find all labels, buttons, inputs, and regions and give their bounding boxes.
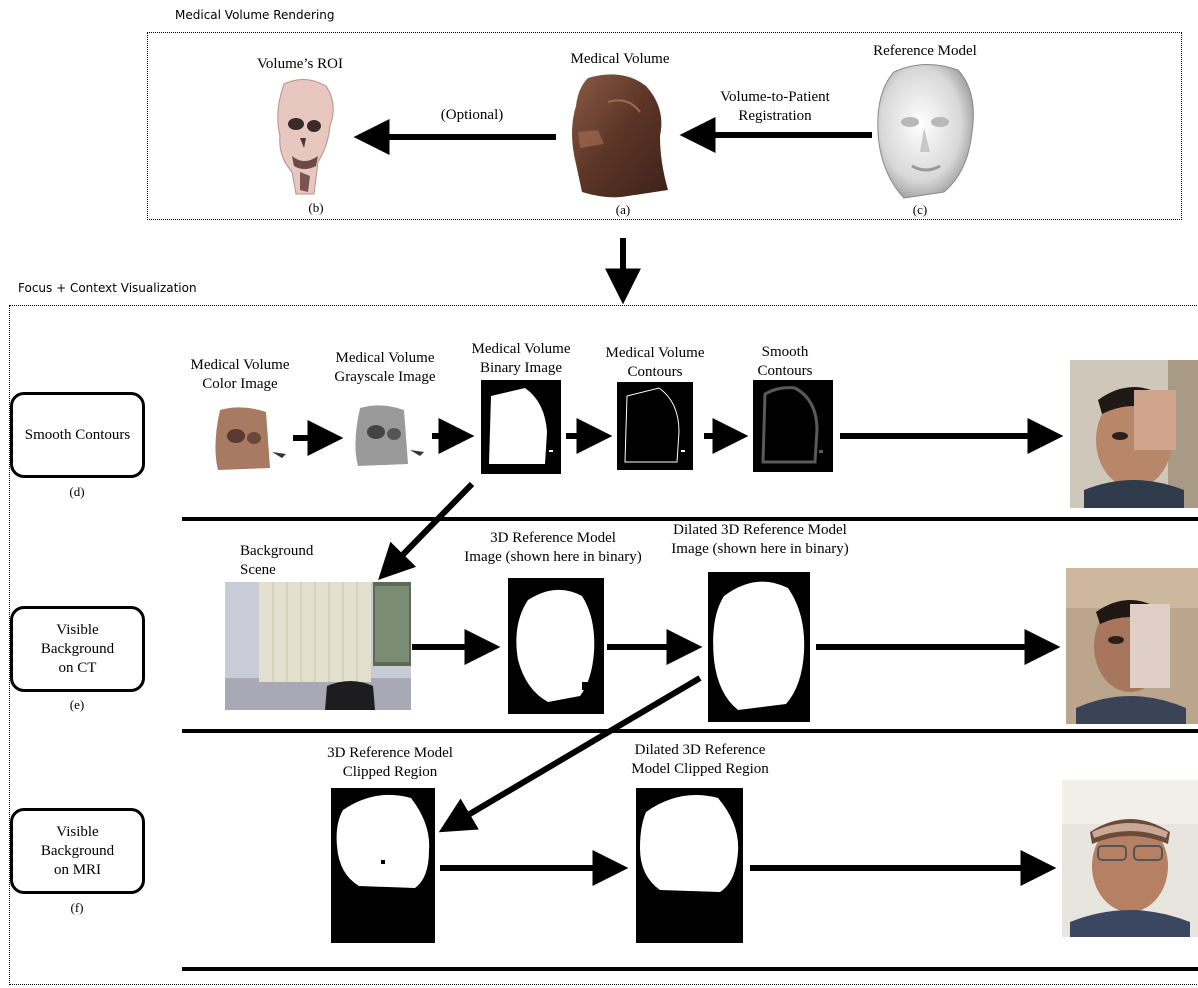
visible-background-ct-box-label: Visible Background on CT (40, 621, 115, 676)
tag-d: (d) (69, 484, 85, 499)
registration-label: Volume-to-Patient Registration (720, 89, 830, 124)
step-smooth-contours-label: Smooth Contours (757, 344, 813, 379)
volume-roi-title: Volume’s ROI (257, 56, 343, 72)
background-scene-image (225, 582, 411, 710)
step-3d-reference-image-label: 3D Reference Model Image (shown here in … (464, 530, 642, 565)
reference-model-image (874, 62, 980, 200)
grayscale-image-thumb (352, 404, 428, 468)
dilated-reference-binary-image (708, 572, 810, 722)
result-f-image (1062, 780, 1198, 937)
smooth-contours-box: Smooth Contours (10, 392, 145, 478)
dilated-clipped-region-image (636, 788, 743, 943)
reference-model-binary-image (508, 578, 604, 714)
step-dilated-clipped-region-label: Dilated 3D Reference Model Clipped Regio… (631, 742, 769, 777)
clipped-region-image (331, 788, 435, 943)
binary-image-thumb (481, 380, 561, 474)
step-clipped-region-label: 3D Reference Model Clipped Region (327, 745, 453, 780)
step-contours-label: Medical Volume Contours (605, 345, 705, 380)
color-image-thumb (212, 406, 290, 472)
focus-context-title: Focus + Context Visualization (18, 281, 197, 295)
optional-label: (Optional) (440, 107, 504, 123)
focus-context-frame (9, 305, 1198, 985)
tag-e: (e) (69, 697, 85, 712)
tag-c: (c) (912, 202, 928, 217)
volume-roi-image (270, 76, 340, 198)
result-e-image (1066, 568, 1198, 724)
medical-volume-title: Medical Volume (570, 51, 670, 67)
arrow-dilated-to-clipped (438, 675, 702, 833)
tag-a: (a) (615, 202, 631, 217)
step-background-scene-label: Background Scene (240, 543, 314, 578)
step-grayscale-image-label: Medical Volume Grayscale Image (334, 350, 436, 385)
reference-model-title: Reference Model (873, 43, 977, 59)
medical-volume-rendering-frame (147, 32, 1182, 220)
step-binary-image-label: Medical Volume Binary Image (471, 341, 571, 376)
visible-background-mri-box-label: Visible Background on MRI (40, 823, 115, 878)
row-separator-3 (182, 967, 1198, 971)
medical-volume-image (568, 72, 674, 200)
row-separator-1 (182, 517, 1198, 521)
result-d-image (1070, 360, 1198, 508)
step-dilated-reference-image-label: Dilated 3D Reference Model Image (shown … (671, 522, 849, 557)
medical-volume-rendering-title: Medical Volume Rendering (175, 8, 335, 22)
arrow-binary-to-background (378, 481, 475, 581)
contours-image-thumb (617, 382, 693, 470)
tag-f: (f) (70, 900, 84, 915)
visible-background-ct-box: Visible Background on CT (10, 606, 145, 692)
visible-background-mri-box: Visible Background on MRI (10, 808, 145, 894)
tag-b: (b) (308, 200, 324, 215)
row-separator-2 (182, 729, 1198, 733)
smooth-contours-image-thumb (753, 380, 833, 472)
smooth-contours-box-label: Smooth Contours (24, 426, 131, 443)
step-color-image-label: Medical Volume Color Image (190, 357, 290, 392)
